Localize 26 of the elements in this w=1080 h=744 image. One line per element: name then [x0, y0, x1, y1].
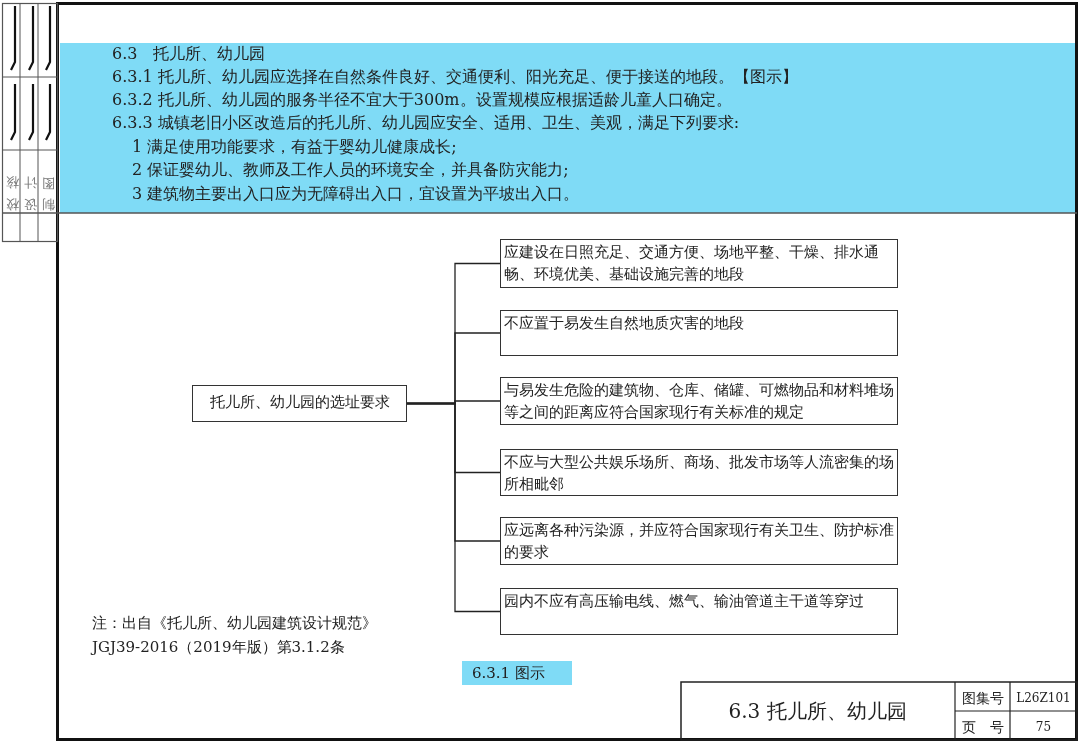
title-block-text: 75 [1034, 719, 1053, 736]
title-block-text: 页 号 [961, 718, 1005, 737]
signature-label: 制图 [40, 176, 55, 224]
note-text: 注：出自《托儿所、幼儿园建筑设计规范》 [92, 613, 377, 633]
drawing-title: 6.3 托儿所、幼儿园 [727, 698, 908, 724]
note-text: JGJ39-2016（2019年版）第3.1.2条 [92, 637, 345, 657]
requirement-box: 应远离各种污染源，并应符合国家现行有关卫生、防护标准的要求 [500, 517, 898, 565]
signature-label: 校核 [4, 176, 19, 224]
title-block-text: L26Z101 [1015, 690, 1072, 707]
clause-text: 6.3.2 托儿所、幼儿园的服务半径不宜大于300m。设置规模应根据适龄儿童人口确定。 [112, 90, 732, 110]
requirement-box: 与易发生危险的建筑物、仓库、储罐、可燃物品和材料堆场等之间的距离应符合国家现行有关标准的规定 [500, 377, 898, 425]
clause-text: 6.3.3 城镇老旧小区改造后的托儿所、幼儿园应安全、适用、卫生、美观，满足下列要求: [112, 113, 740, 133]
title-block-text: 图集号 [961, 689, 1005, 708]
clause-text: 1 满足使用功能要求，有益于婴幼儿健康成长; [132, 137, 457, 157]
clause-text: 6.3.1 托儿所、幼儿园应选择在自然条件良好、交通便利、阳光充足、便于接送的地段。【图示】 [112, 67, 798, 87]
clause-text: 3 建筑物主要出入口应为无障碍出入口，宜设置为平坡出入口。 [132, 184, 580, 204]
clause-text: 6.3 托儿所、幼儿园 [112, 44, 266, 64]
requirement-box: 不应置于易发生自然地质灾害的地段 [500, 310, 898, 356]
requirement-box: 应建设在日照充足、交通方便、场地平整、干燥、排水通畅、环境优美、基础设施完善的地段 [500, 239, 898, 288]
signature-label: 设计 [22, 176, 37, 224]
topic-box: 托儿所、幼儿园的选址要求 [192, 385, 407, 422]
caption-badge: 6.3.1 图示 [462, 661, 572, 685]
requirement-box: 不应与大型公共娱乐场所、商场、批发市场等人流密集的场所相毗邻 [500, 449, 898, 496]
requirement-box: 园内不应有高压输电线、燃气、输油管道主干道等穿过 [500, 588, 898, 635]
clause-text: 2 保证婴幼儿、教师及工作人员的环境安全，并具备防灾能力; [132, 160, 569, 180]
connector-line [406, 402, 501, 613]
